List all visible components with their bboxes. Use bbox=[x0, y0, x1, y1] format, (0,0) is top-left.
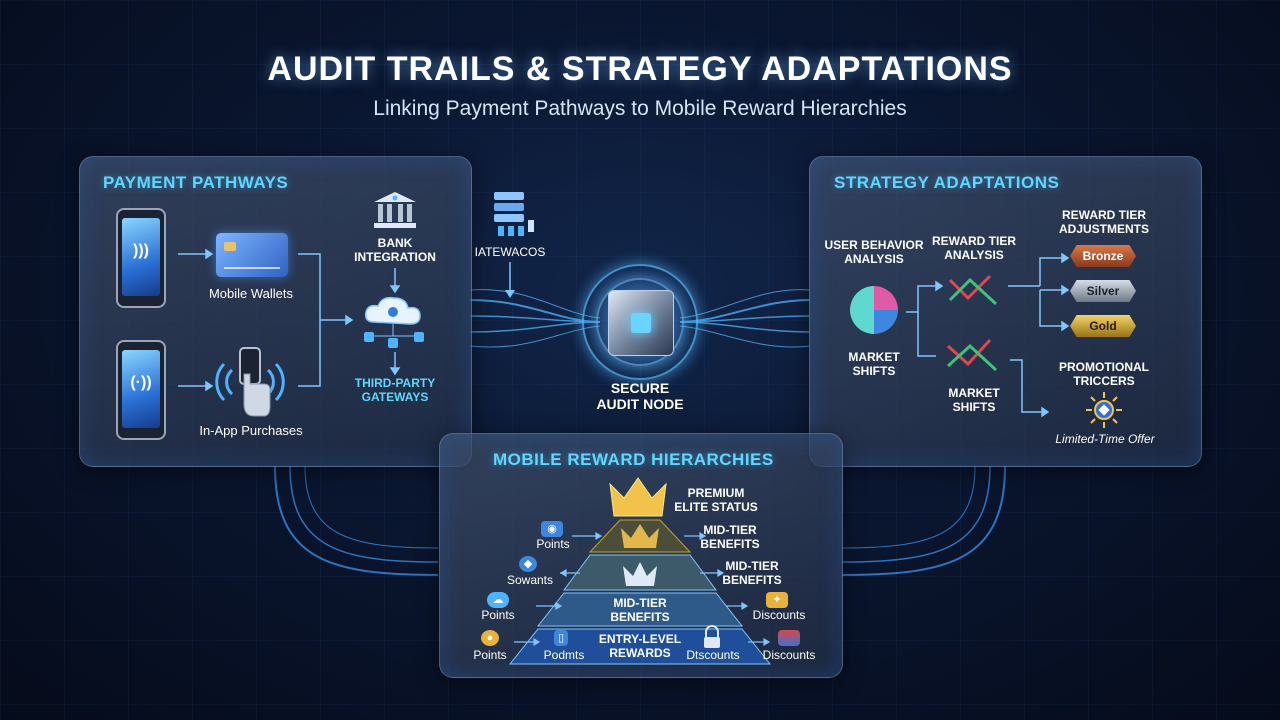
mid-tier-label-3: MID-TIER BENEFITS bbox=[598, 596, 682, 624]
reward-left-label-4: Points bbox=[465, 648, 515, 662]
sowants-chip-icon: ◆ bbox=[519, 556, 537, 572]
reward-inner-label-1: Podmts bbox=[536, 648, 592, 662]
reward-right-label-1: Discounts bbox=[746, 608, 812, 622]
reward-right-label-2: Discounts bbox=[756, 648, 822, 662]
mid-tier-label-1: MID-TIER BENEFITS bbox=[690, 523, 770, 551]
reward-left-label-1: Points bbox=[528, 537, 578, 551]
crown-gold-icon bbox=[610, 478, 666, 516]
phone-reward-icon: ▯ bbox=[554, 630, 568, 646]
reward-left-label-2: Sowants bbox=[502, 573, 558, 587]
cloud-chip-icon: ☁ bbox=[487, 592, 509, 608]
reward-left-label-3: Points bbox=[473, 608, 523, 622]
discount-ticket-icon: ✦ bbox=[766, 592, 788, 608]
reward-inner-label-2: Dtscounts bbox=[680, 648, 746, 662]
mid-tier-label-2: MID-TIER BENEFITS bbox=[712, 559, 792, 587]
entry-level-label: ENTRY-LEVEL REWARDS bbox=[590, 632, 690, 660]
premium-elite-label: PREMIUM ELITE STATUS bbox=[668, 486, 764, 514]
points-chip-icon: ◉ bbox=[541, 521, 563, 537]
coin-icon: ● bbox=[481, 630, 499, 646]
flag-discount-icon bbox=[778, 630, 800, 646]
